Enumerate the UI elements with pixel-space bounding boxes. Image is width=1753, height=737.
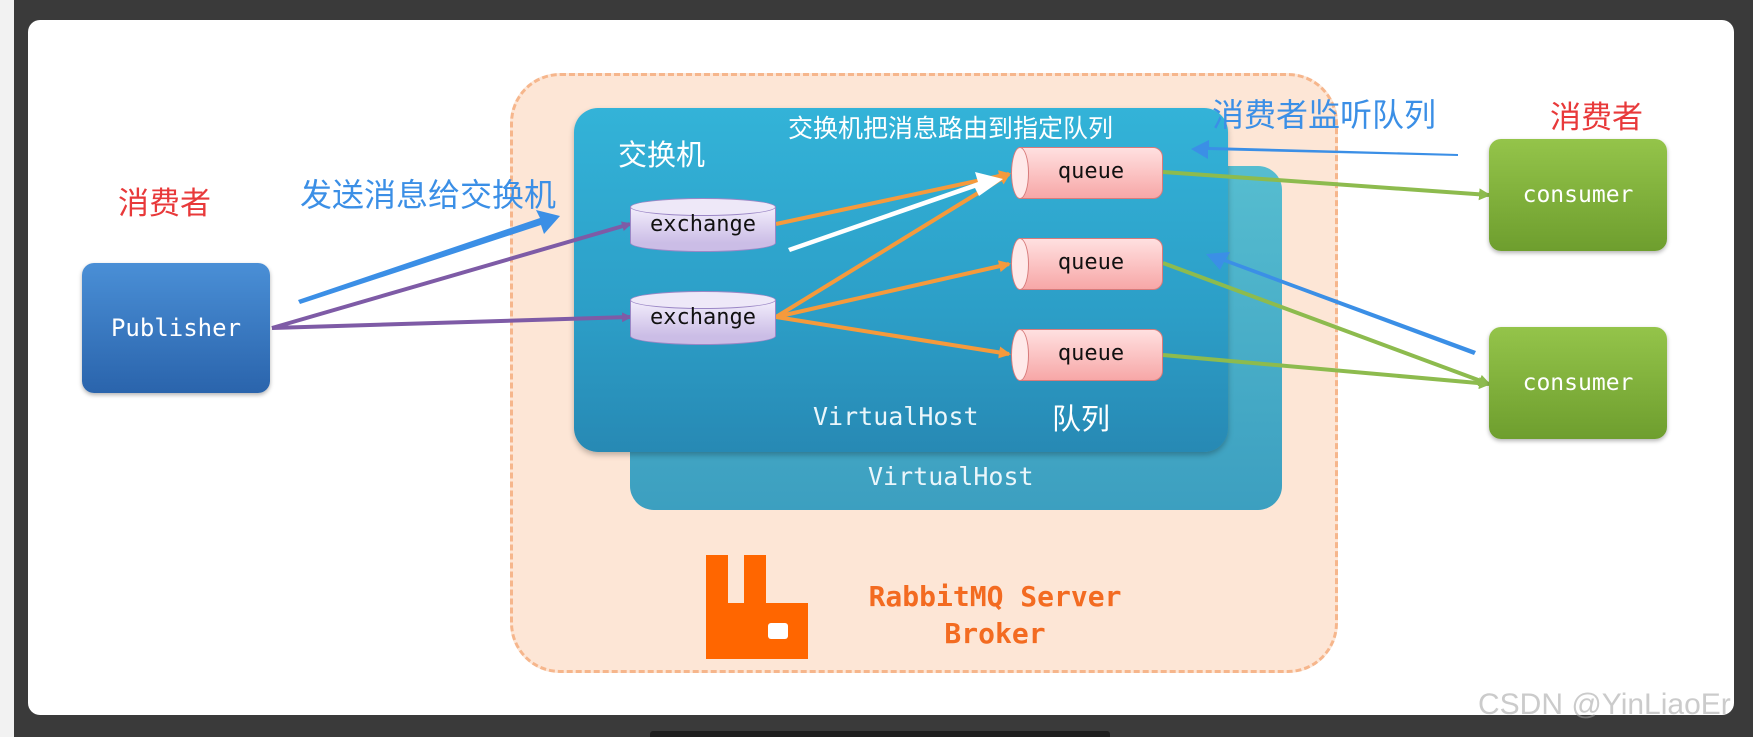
exchange-node-1: exchange: [630, 198, 776, 252]
bottom-bar: [650, 731, 1110, 737]
exchange-annotation: 交换机: [618, 138, 706, 172]
broker-line-1: RabbitMQ Server: [868, 580, 1122, 613]
queue-1-label: queue: [1057, 159, 1125, 184]
rabbitmq-logo: [706, 555, 808, 659]
queue-2-label: queue: [1057, 250, 1125, 275]
queue-3-label: queue: [1057, 341, 1125, 366]
arrow-queue2-consumer2: [1162, 261, 1491, 387]
listen-annotation: 消费者监听队列: [1212, 96, 1437, 134]
queue-node-1: queue: [1011, 147, 1163, 199]
consumer-annotation: 消费者: [1550, 100, 1643, 136]
arrow-exchange2-queue3: [775, 315, 1011, 359]
routing-annotation: 交换机把消息路由到指定队列: [788, 114, 1114, 143]
send-annotation: 发送消息给交换机: [300, 176, 557, 214]
arrow-queue1-consumer1: [1162, 170, 1491, 201]
arrow-publisher-exchange-1: [271, 221, 632, 330]
arrow-exchange2-queue2: [775, 260, 1011, 319]
left-sidebar-strip: [0, 0, 14, 737]
blue-arrow-listen-2: [1206, 252, 1476, 355]
arrow-queue3-consumer2: [1162, 353, 1491, 390]
publisher-annotation: 消费者: [118, 186, 211, 222]
exchange-1-label: exchange: [650, 212, 756, 237]
exchange-node-2: exchange: [630, 291, 776, 345]
watermark: CSDN @YinLiaoEr: [1478, 688, 1731, 721]
arrow-exchange2-queue1: [774, 172, 1011, 319]
consumer-node-1: consumer: [1489, 139, 1667, 251]
arrow-publisher-exchange-2: [271, 312, 632, 330]
exchange-2-label: exchange: [650, 305, 756, 330]
broker-line-2: Broker: [944, 617, 1046, 650]
queue-node-3: queue: [1011, 329, 1163, 381]
publisher-node: Publisher: [82, 263, 270, 393]
queue-node-2: queue: [1011, 238, 1163, 290]
consumer-node-2: consumer: [1489, 327, 1667, 439]
queue-annotation: 队列: [1052, 402, 1111, 436]
arrow-exchange1-queue1: [775, 170, 1011, 226]
blue-arrow-listen-1: [1191, 140, 1458, 159]
white-arrow-route: [788, 172, 1003, 252]
blue-arrow-send: [298, 210, 560, 304]
virtual-host-back-label: VirtualHost: [868, 462, 1034, 491]
virtual-host-front-label: VirtualHost: [813, 402, 979, 431]
broker-label: RabbitMQ Server Broker: [855, 578, 1135, 652]
